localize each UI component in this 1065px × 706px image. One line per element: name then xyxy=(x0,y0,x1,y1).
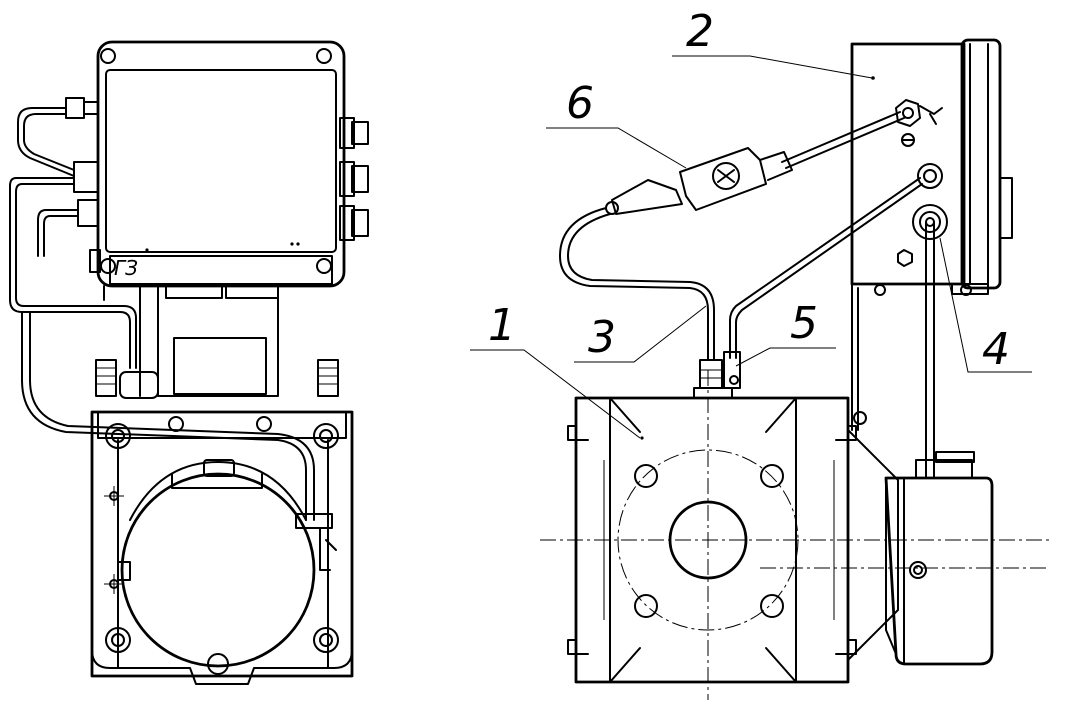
callout-numbers: 1 2 3 4 5 6 xyxy=(488,6,1010,375)
callout-leaders xyxy=(470,55,1032,439)
top-fittings-right xyxy=(693,351,741,399)
counter-unit xyxy=(884,451,994,666)
valve-block xyxy=(605,147,793,215)
impulse-tubes-left xyxy=(9,107,315,521)
callout-5: 5 xyxy=(790,298,818,349)
callout-2: 2 xyxy=(686,6,714,57)
electronics-module-side xyxy=(850,38,1013,431)
left-view: ГЗ xyxy=(9,40,369,685)
meter-body-left xyxy=(90,410,354,685)
callout-4: 4 xyxy=(982,324,1010,375)
right-view xyxy=(540,38,1050,700)
mounting-bracket-left xyxy=(103,283,279,397)
callout-6: 6 xyxy=(566,78,594,129)
box-marking: ГЗ xyxy=(114,256,138,280)
meter-body-right xyxy=(540,370,1050,700)
impulse-tubes-right xyxy=(559,111,935,479)
callout-1: 1 xyxy=(488,300,516,351)
cable-glands-right xyxy=(339,117,369,241)
pressure-fittings-left xyxy=(95,359,339,399)
callout-3: 3 xyxy=(588,312,616,363)
fittings-left xyxy=(65,97,101,273)
electronics-box: ГЗ xyxy=(96,40,346,288)
